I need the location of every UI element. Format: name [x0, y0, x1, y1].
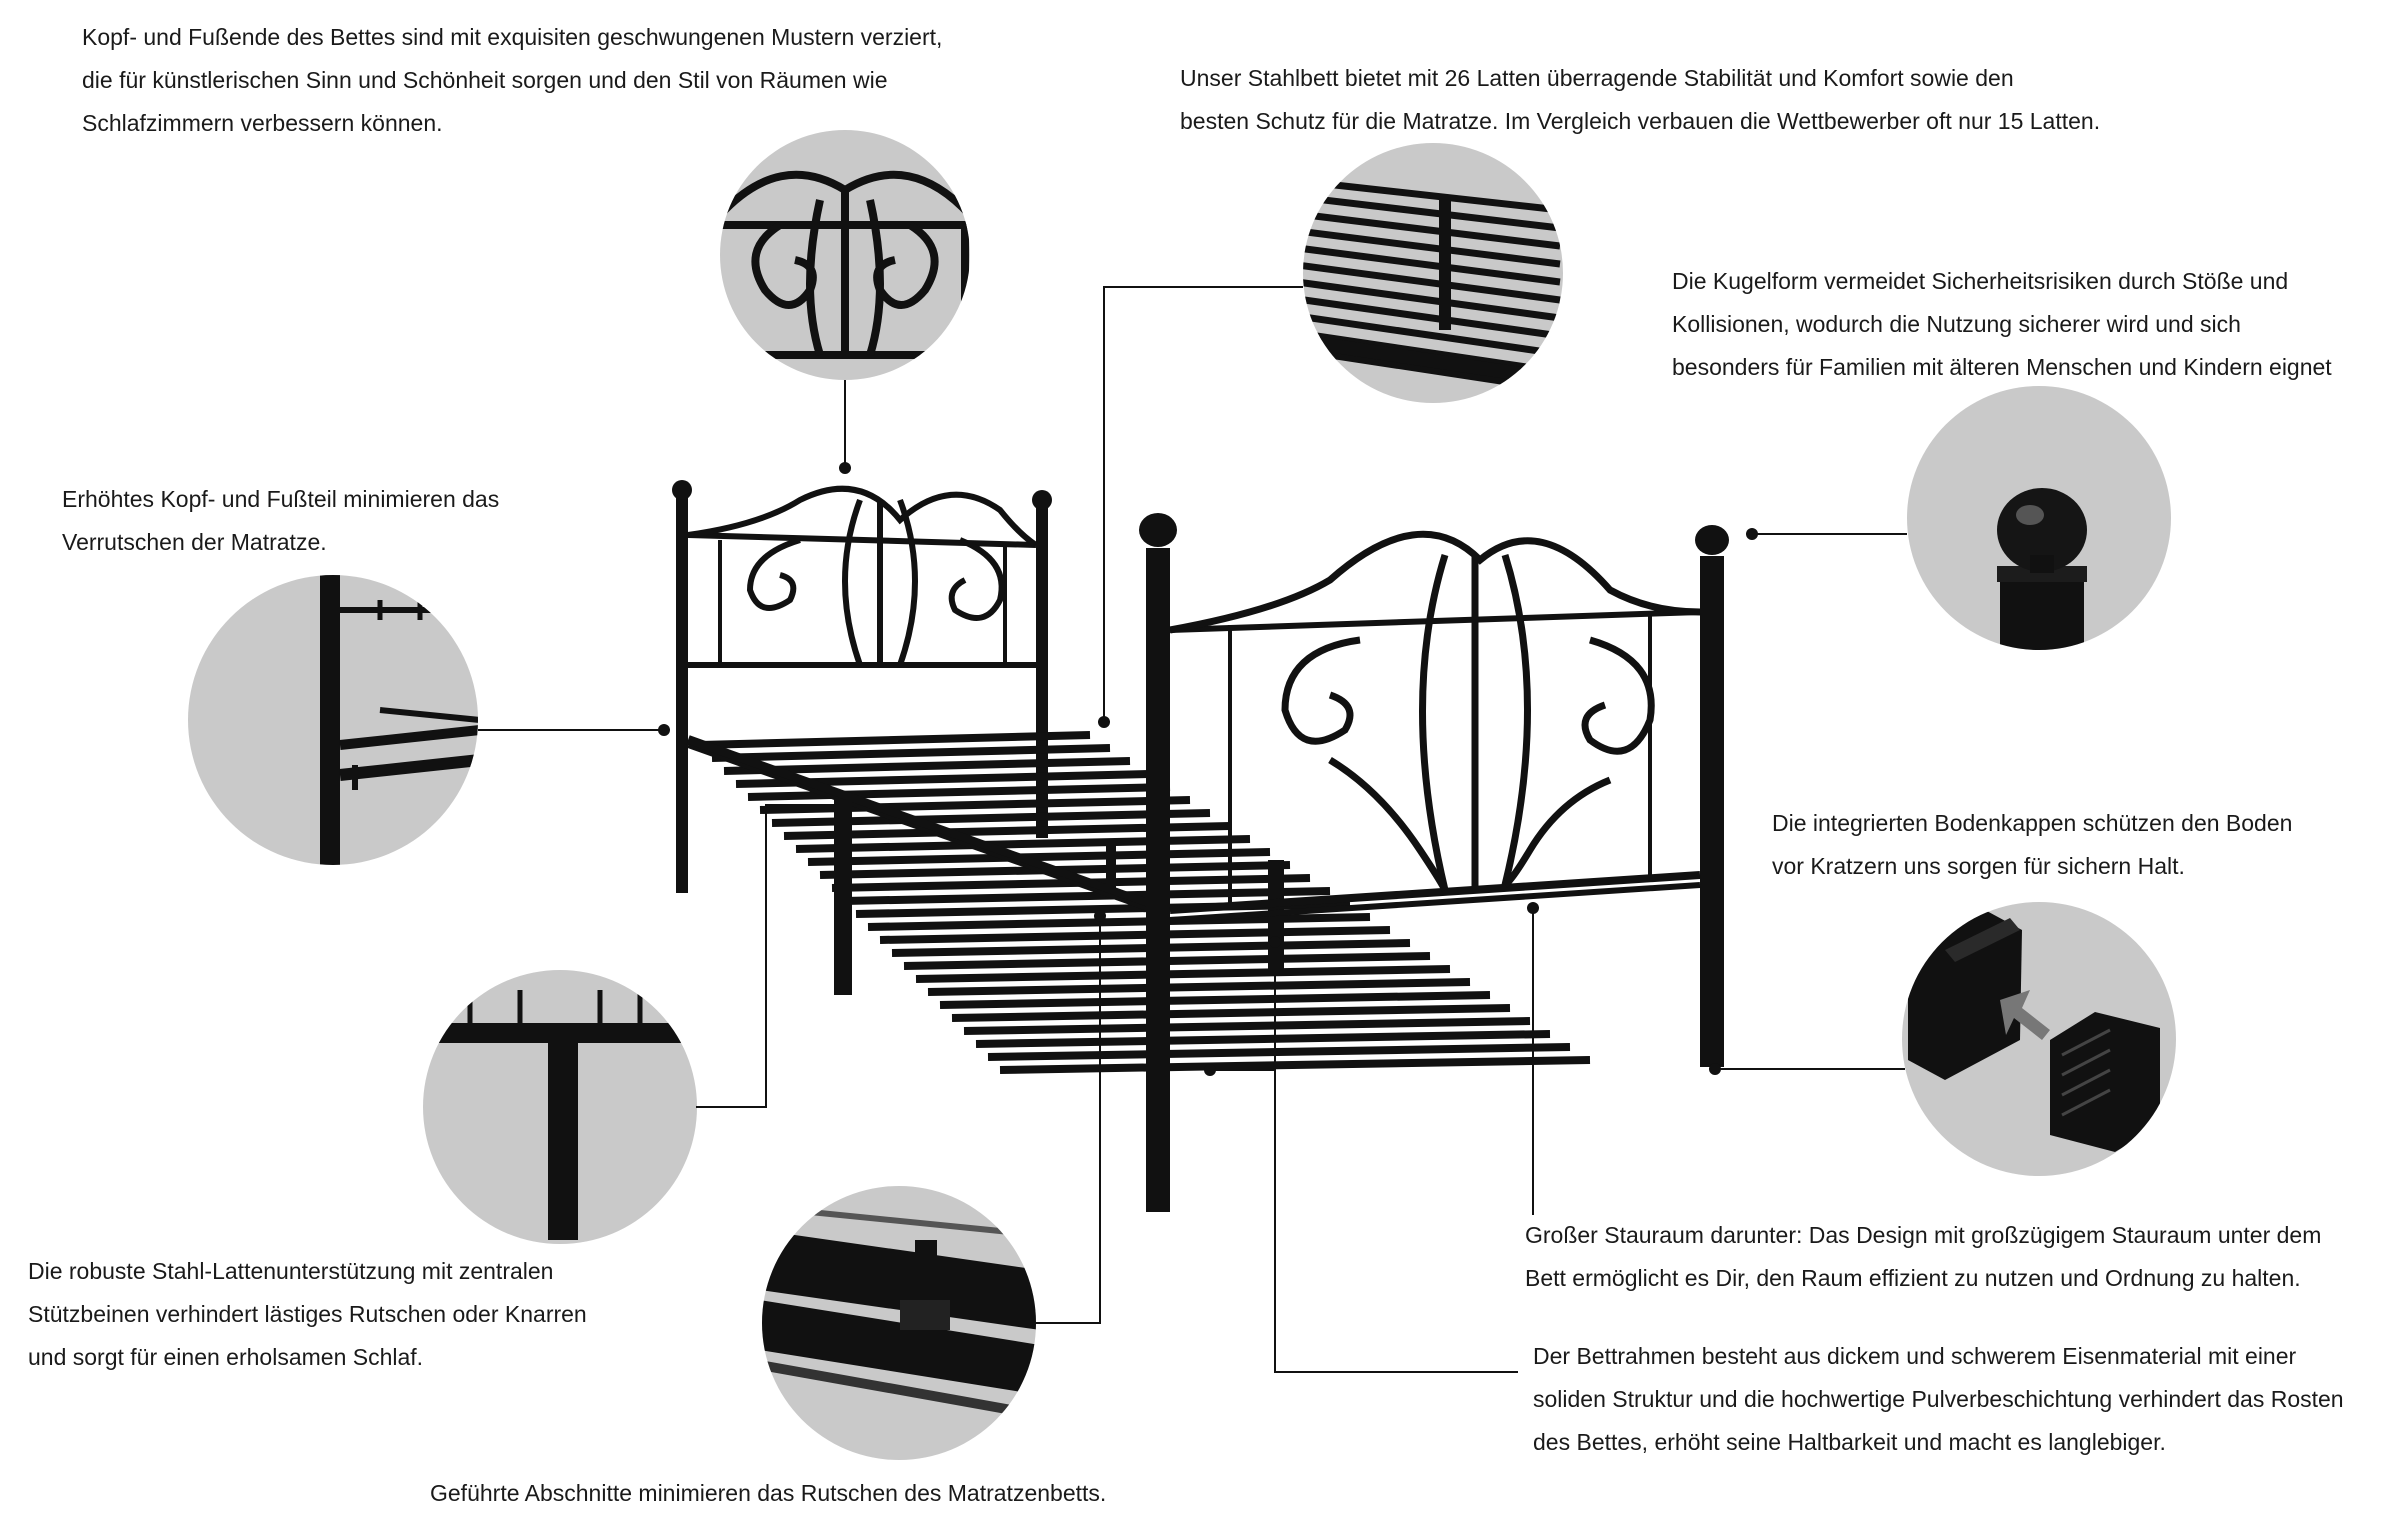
- annotation-slats: Unser Stahlbett bietet mit 26 Latten übe…: [1180, 65, 2101, 134]
- slat-support-detail-image: [423, 970, 697, 1244]
- floor-cap-detail-image: [1902, 902, 2176, 1176]
- annotation-support: Die robuste Stahl-Lattenunterstützung mi…: [28, 1258, 587, 1370]
- ball-finial-detail-image: [1907, 386, 2171, 650]
- slats-detail-image: [1303, 143, 1563, 403]
- annotation-ball-shape: Die Kugelform vermeidet Sicherheitsrisik…: [1672, 268, 2332, 380]
- headboard-detail-image: [720, 130, 970, 380]
- side-rail-detail-image: [188, 575, 478, 865]
- annotation-floor-caps: Die integrierten Bodenkappen schützen de…: [1772, 810, 2293, 879]
- metal-bed-frame-image: [672, 480, 1729, 1212]
- annotation-headboard-pattern: Kopf- und Fußende des Bettes sind mit ex…: [82, 24, 943, 136]
- annotation-guided-sections: Geführte Abschnitte minimieren das Rutsc…: [430, 1480, 1107, 1506]
- leader-lines: [478, 286, 1907, 1373]
- guided-section-detail-image: [762, 1186, 1036, 1460]
- annotation-raised-ends: Erhöhtes Kopf- und Fußteil minimieren da…: [62, 486, 500, 555]
- annotation-storage: Großer Stauraum darunter: Das Design mit…: [1525, 1222, 2322, 1291]
- annotation-frame-material: Der Bettrahmen besteht aus dickem und sc…: [1533, 1343, 2344, 1455]
